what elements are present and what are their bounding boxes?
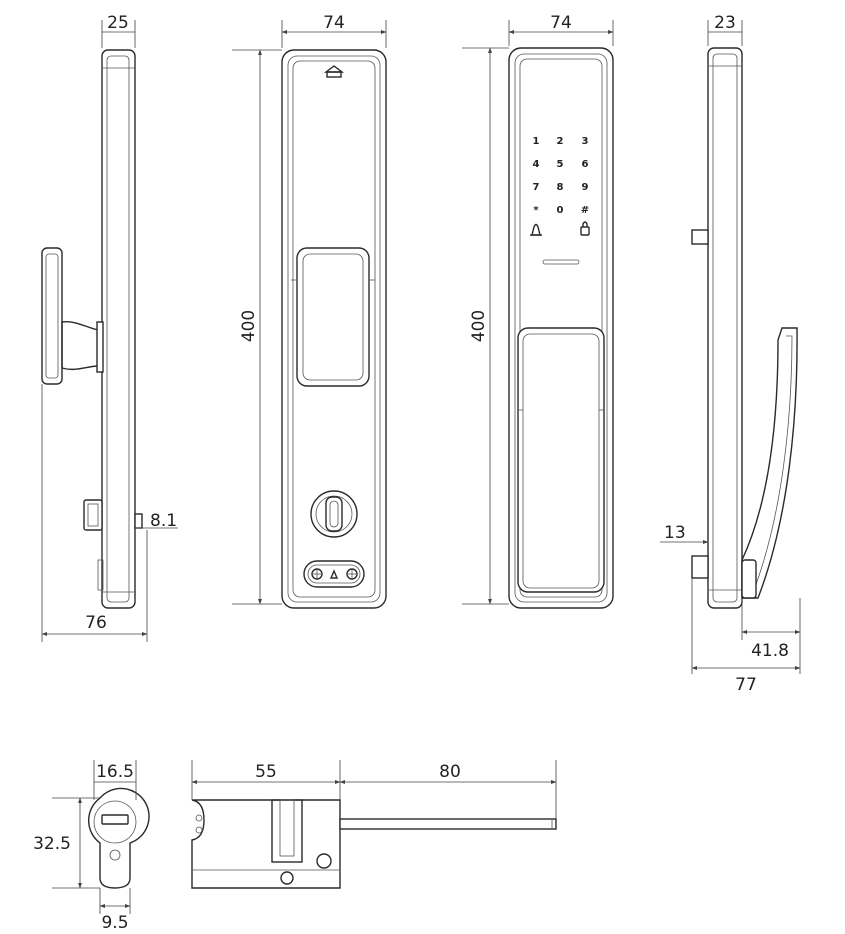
dim-label-8-1: 8.1	[150, 511, 177, 531]
dim-label-23: 23	[714, 13, 736, 33]
key-1[interactable]: 1	[533, 136, 540, 147]
right-side-view	[691, 47, 798, 609]
key-2[interactable]: 2	[557, 136, 564, 147]
house-icon	[323, 65, 345, 78]
dim-label-41-8: 41.8	[751, 641, 789, 661]
key-6[interactable]: 6	[582, 159, 589, 170]
keypad: 1 2 3 4 5 6 7 8 9 * 0 #	[533, 136, 590, 216]
dim-label-13: 13	[664, 523, 686, 543]
dim-label-80: 80	[439, 762, 461, 782]
key-8[interactable]: 8	[557, 182, 564, 193]
dim-label-32-5: 32.5	[33, 834, 71, 854]
cylinder-end-view	[87, 787, 150, 889]
key-5[interactable]: 5	[557, 159, 564, 170]
keypad-view: 1 2 3 4 5 6 7 8 9 * 0 #	[508, 47, 614, 609]
bell-icon[interactable]	[530, 223, 542, 236]
dim-label-77: 77	[735, 675, 757, 695]
key-7[interactable]: 7	[533, 182, 540, 193]
lock-icon[interactable]	[580, 221, 590, 236]
dimension-labels: 25 74 74 23 400 400 76 8.1 13 41.8 77 16…	[33, 13, 789, 933]
key-9[interactable]: 9	[582, 182, 589, 193]
key-3[interactable]: 3	[582, 136, 589, 147]
dim-label-400-front: 400	[239, 310, 259, 342]
dim-label-74-keypad: 74	[550, 13, 572, 33]
key-4[interactable]: 4	[533, 159, 540, 170]
dim-label-74-front: 74	[323, 13, 345, 33]
key-0[interactable]: 0	[557, 205, 564, 216]
thumb-turn	[310, 490, 358, 538]
dim-label-76: 76	[85, 613, 107, 633]
dim-label-55: 55	[255, 762, 277, 782]
cylinder-side-view	[191, 799, 557, 889]
dim-label-9-5: 9.5	[101, 913, 128, 933]
card-reader-slot	[542, 259, 580, 265]
dim-label-400-keypad: 400	[469, 310, 489, 342]
left-side-view	[41, 49, 143, 609]
key-star[interactable]: *	[533, 205, 539, 216]
dim-label-16-5: 16.5	[96, 762, 134, 782]
screw-icon	[346, 568, 358, 580]
dim-label-25: 25	[107, 13, 129, 33]
dimension-lines	[41, 20, 801, 914]
key-hash[interactable]: #	[581, 205, 589, 216]
screw-icon	[311, 568, 323, 580]
front-view	[281, 49, 387, 609]
